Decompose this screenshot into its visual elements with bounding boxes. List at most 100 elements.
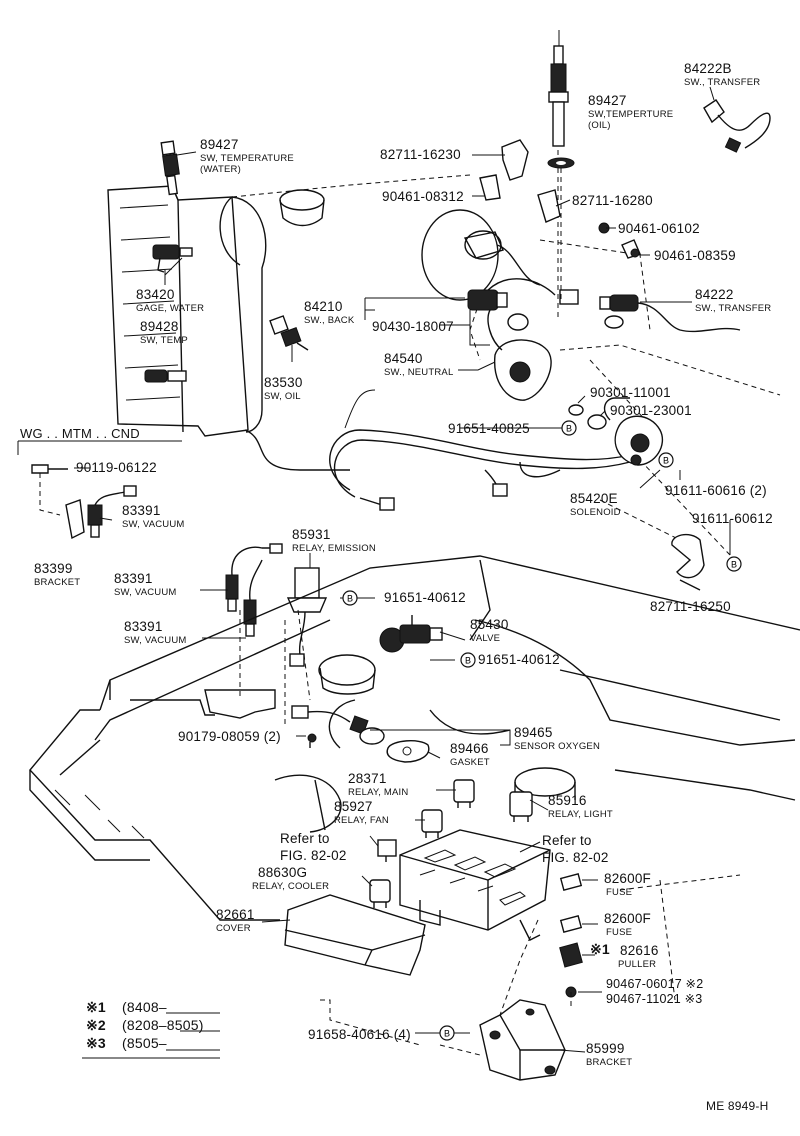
part-desc-85420e: SOLENOID — [570, 507, 621, 518]
part-desc-85916: RELAY, LIGHT — [548, 809, 613, 820]
part-desc-89466: GASKET — [450, 757, 490, 768]
part-number-91651-40612-b: 91651-40612 — [478, 652, 560, 667]
part-number-84210: 84210 — [304, 299, 343, 314]
bolt-marker-91658-40616: B — [439, 1025, 455, 1041]
svg-text:B: B — [663, 456, 669, 466]
bracket-85999-drawing — [479, 999, 566, 1081]
part-number-91651-40612-a: 91651-40612 — [384, 590, 466, 605]
svg-text:B: B — [465, 656, 471, 666]
part-number-85927: 85927 — [334, 799, 373, 814]
part-number-89466: 89466 — [450, 741, 489, 756]
small-bolts-drawing — [307, 733, 317, 748]
back-switch-drawing — [467, 278, 579, 331]
part-number-89427-water: 89427 — [200, 137, 239, 152]
part-number-90461-08359: 90461-08359 — [654, 248, 736, 263]
ref-right-line2: FIG. 82-02 — [542, 850, 609, 865]
part-number-90461-08312: 90461-08312 — [382, 189, 464, 204]
part-desc-83420: GAGE, WATER — [136, 303, 205, 314]
part-number-82600f-2: 82600F — [604, 911, 651, 926]
svg-text:B: B — [566, 424, 572, 434]
part-number-82661: 82661 — [216, 907, 255, 922]
fuse-block-drawing — [399, 829, 551, 941]
valve-drawing — [379, 615, 443, 653]
bolt-marker-91651-40612-b: B — [460, 652, 476, 668]
part-desc-84540: SW., NEUTRAL — [384, 367, 454, 378]
part-number-90467-11021: 90467-11021 ※3 — [606, 992, 703, 1006]
part-desc-89465: SENSOR OXYGEN — [514, 741, 601, 752]
part-desc-28371: RELAY, MAIN — [348, 787, 409, 798]
part-number-85931: 85931 — [292, 527, 331, 542]
variant-label: WG . . MTM . . CND — [20, 426, 140, 441]
vacuum-switch-bracket-drawing — [31, 464, 137, 540]
part-desc-83391-a: SW, VACUUM — [122, 519, 185, 530]
legend-mark-1: ※1 — [86, 999, 106, 1015]
bolt-marker-91651-40825: B — [561, 420, 577, 436]
part-number-91611-60616: 91611-60616 (2) — [665, 483, 767, 498]
ref-left-line1: Refer to — [280, 831, 330, 846]
legend-range-1: (8408– — [122, 999, 167, 1015]
oil-switch-drawing — [269, 315, 309, 351]
variant-header-rule — [17, 440, 182, 455]
svg-text:B: B — [731, 560, 737, 570]
part-number-82600f-1: 82600F — [604, 871, 651, 886]
part-number-83530: 83530 — [264, 375, 303, 390]
part-number-83391-c: 83391 — [124, 619, 163, 634]
part-number-90301-23001: 90301-23001 — [610, 403, 692, 418]
part-number-91611-60612: 91611-60612 — [692, 511, 773, 526]
part-desc-84210: SW., BACK — [304, 315, 355, 326]
part-desc-85931: RELAY, EMISSION — [292, 543, 376, 554]
part-number-82616: 82616 — [620, 943, 659, 958]
bolt-marker-91651-40612-a: B — [342, 590, 358, 606]
part-desc-84222b: SW., TRANSFER — [684, 77, 761, 88]
part-number-91658-40616: 91658-40616 (4) — [308, 1027, 411, 1042]
vacuum-switches-drawing — [225, 543, 283, 637]
part-number-84222b: 84222B — [684, 61, 732, 76]
part-desc-83391-c: SW, VACUUM — [124, 635, 187, 646]
part-number-85420e: 85420E — [570, 491, 618, 506]
solenoid-drawing — [603, 397, 664, 466]
part-number-83420: 83420 — [136, 287, 175, 302]
part-desc-83391-b: SW, VACUUM — [114, 587, 177, 598]
cover-drawing — [284, 894, 426, 976]
ref-right-line1: Refer to — [542, 833, 592, 848]
part-number-90461-06102: 90461-06102 — [618, 221, 700, 236]
part-number-89428: 89428 — [140, 319, 179, 334]
wire-harness-drawing — [329, 429, 631, 511]
svg-text:B: B — [444, 1029, 450, 1039]
part-number-90179-08059: 90179-08059 (2) — [178, 729, 281, 744]
part-mark-82616: ※1 — [590, 941, 610, 957]
part-number-90301-11001: 90301-11001 — [590, 385, 671, 400]
part-desc-89428: SW, TEMP — [140, 335, 188, 346]
part-number-85916: 85916 — [548, 793, 587, 808]
bolt-marker-91611-60616: B — [658, 452, 674, 468]
part-desc2-89427-water: (WATER) — [200, 164, 241, 175]
part-desc-83399: BRACKET — [34, 577, 81, 588]
part-number-90430-18007: 90430-18007 — [372, 319, 454, 334]
part-number-89465: 89465 — [514, 725, 553, 740]
part-desc-82600f-1: FUSE — [606, 887, 633, 898]
top-brackets-drawing — [479, 139, 641, 259]
transfer-switch-84222b-drawing — [703, 99, 771, 153]
part-number-82711-16280: 82711-16280 — [572, 193, 653, 208]
part-desc-85430: VALVE — [470, 633, 501, 644]
legend-range-2: (8208–8505) — [122, 1017, 204, 1033]
part-number-90467-06017: 90467-06017 ※2 — [606, 977, 704, 991]
part-desc-85999: BRACKET — [586, 1057, 633, 1068]
bolt-marker-91611-60612: B — [726, 556, 742, 572]
legend-rule — [82, 1012, 220, 1059]
part-number-90119-06122: 90119-06122 — [76, 460, 157, 475]
water-gage-drawing — [152, 244, 193, 273]
oxygen-sensor-drawing — [291, 705, 385, 745]
bolt-markers: B B B B B B — [342, 420, 742, 1041]
part-number-82711-16230: 82711-16230 — [380, 147, 461, 162]
neutral-switch-drawing — [487, 309, 552, 401]
legend-mark-3: ※3 — [86, 1035, 106, 1051]
gasket-drawing — [386, 740, 430, 763]
part-number-89427-oil: 89427 — [588, 93, 627, 108]
water-temp-sensor-drawing — [160, 140, 180, 196]
part-desc-89427-oil: SW,TEMPERTURE — [588, 109, 674, 120]
legend-range-3: (8505– — [122, 1035, 167, 1051]
part-number-83391-a: 83391 — [122, 503, 161, 518]
